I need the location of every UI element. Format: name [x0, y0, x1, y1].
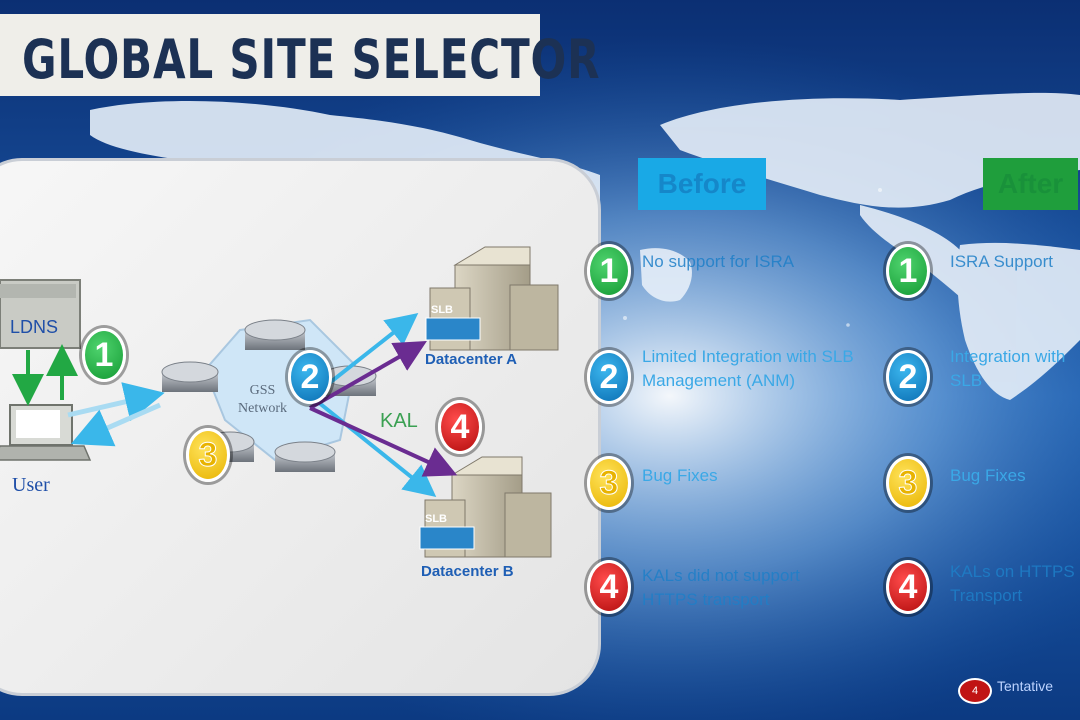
ldns-server: [0, 279, 81, 349]
kal-to-dc-a-arrow: [309, 341, 427, 410]
after-item-3: Bug Fixes: [950, 466, 1026, 485]
before-badge-3: 3: [587, 456, 631, 510]
before-item-1: No support for ISRA: [642, 252, 795, 271]
tentative-legend-label: Tentative: [997, 678, 1054, 694]
kal-to-dc-b-arrow: [309, 406, 458, 477]
router-icon: [161, 361, 219, 392]
gss-label-line2: Network: [238, 401, 287, 416]
after-badge-1: 1: [886, 244, 930, 298]
router-icon: [244, 319, 306, 350]
diagram-badge-2: 2: [288, 350, 332, 404]
after-badge-2: 2: [886, 350, 930, 404]
before-item-3: Bug Fixes: [642, 466, 718, 485]
page-title: GLOBAL SITE SELECTOR: [22, 28, 601, 91]
gss-to-user-arrow: [70, 402, 162, 447]
after-header: After: [983, 158, 1078, 210]
after-item-1: ISRA Support: [950, 252, 1054, 271]
router-icon: [274, 441, 336, 472]
before-header: Before: [638, 158, 766, 210]
after-item-2: Integration with SLB Management (ANM): [950, 347, 1066, 390]
before-badge-4: 4: [587, 560, 631, 614]
gss-label-line1: GSS: [249, 383, 276, 398]
user-label: User: [12, 474, 50, 496]
after-badge-3: 3: [886, 456, 930, 510]
diagram-badge-1: 1: [82, 328, 126, 382]
gss-to-dc-b-arrow: [316, 400, 437, 498]
slb-label-b: SLB: [425, 513, 447, 525]
after-badge-4: 4: [886, 560, 930, 614]
tentative-legend-badge: 4: [958, 678, 992, 704]
ldns-label: LDNS: [10, 317, 59, 337]
datacenter-b-label: Datacenter B: [421, 563, 514, 580]
before-badge-2: 2: [587, 350, 631, 404]
before-badge-1: 1: [587, 244, 631, 298]
after-item-4: KALs on HTTPS Transport: [950, 562, 1075, 605]
datacenter-b-building: [419, 456, 552, 558]
datacenter-a-label: Datacenter A: [425, 351, 517, 368]
slb-label-a: SLB: [431, 304, 453, 316]
before-item-2: Limited Integration with SLB Management …: [642, 347, 854, 390]
diagram-badge-4: 4: [438, 400, 482, 454]
kal-label: KAL: [380, 410, 418, 432]
diagram-badge-3: 3: [186, 428, 230, 482]
datacenter-a-building: [425, 246, 559, 351]
gss-to-dc-a-arrow: [316, 313, 419, 394]
before-item-4: KALs did not support HTTPS transport: [642, 566, 800, 609]
gss-label: GSS Network: [238, 382, 287, 418]
title-banner: GLOBAL SITE SELECTOR: [0, 14, 600, 96]
